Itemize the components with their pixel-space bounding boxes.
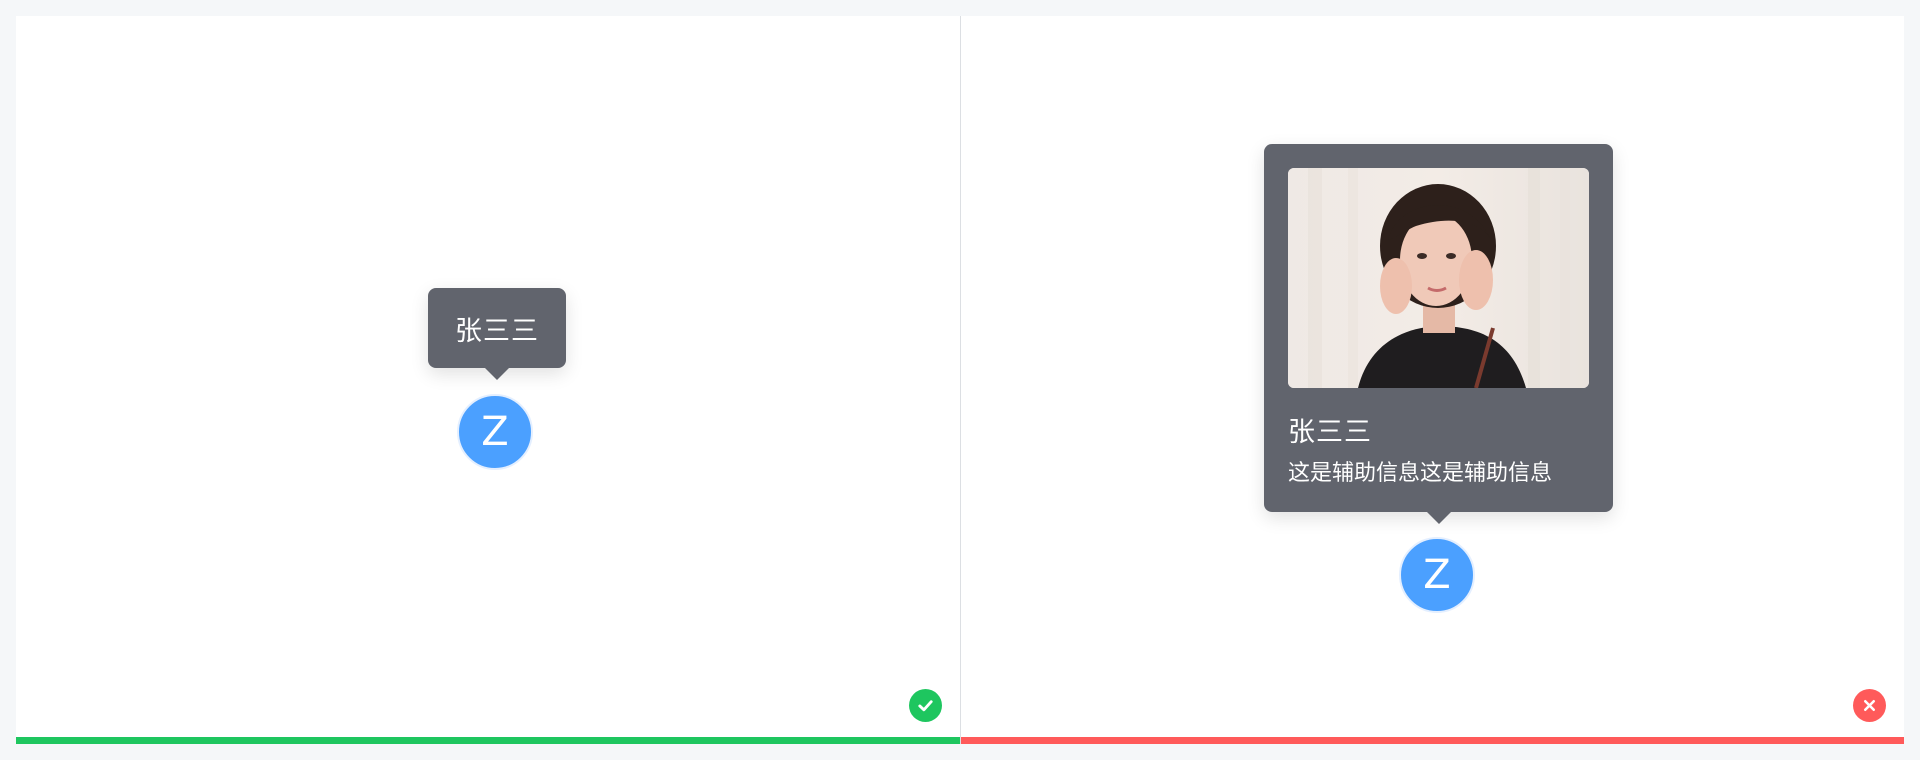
rich-tooltip: 张三三 这是辅助信息这是辅助信息 — [1264, 144, 1613, 524]
avatar[interactable]: Z — [1399, 537, 1475, 613]
check-icon — [909, 689, 942, 722]
portrait-photo — [1288, 168, 1589, 388]
close-icon — [1853, 689, 1886, 722]
incorrect-indicator-bar — [961, 737, 1904, 744]
avatar[interactable]: Z — [457, 394, 533, 470]
simple-tooltip: 张三三 — [428, 288, 566, 380]
avatar-initial: Z — [481, 409, 509, 455]
tooltip-text: 张三三 — [455, 315, 539, 347]
panel-divider — [960, 16, 961, 744]
tooltip-arrow — [1426, 512, 1451, 524]
correct-example-panel: 张三三 Z — [16, 16, 960, 744]
avatar-initial: Z — [1423, 552, 1451, 598]
incorrect-example-panel: 张三三 这是辅助信息这是辅助信息 Z — [961, 16, 1904, 744]
tooltip-title: 张三三 — [1288, 417, 1372, 448]
tooltip-arrow — [485, 368, 509, 380]
tooltip-subtitle: 这是辅助信息这是辅助信息 — [1288, 461, 1553, 486]
correct-indicator-bar — [16, 737, 960, 744]
